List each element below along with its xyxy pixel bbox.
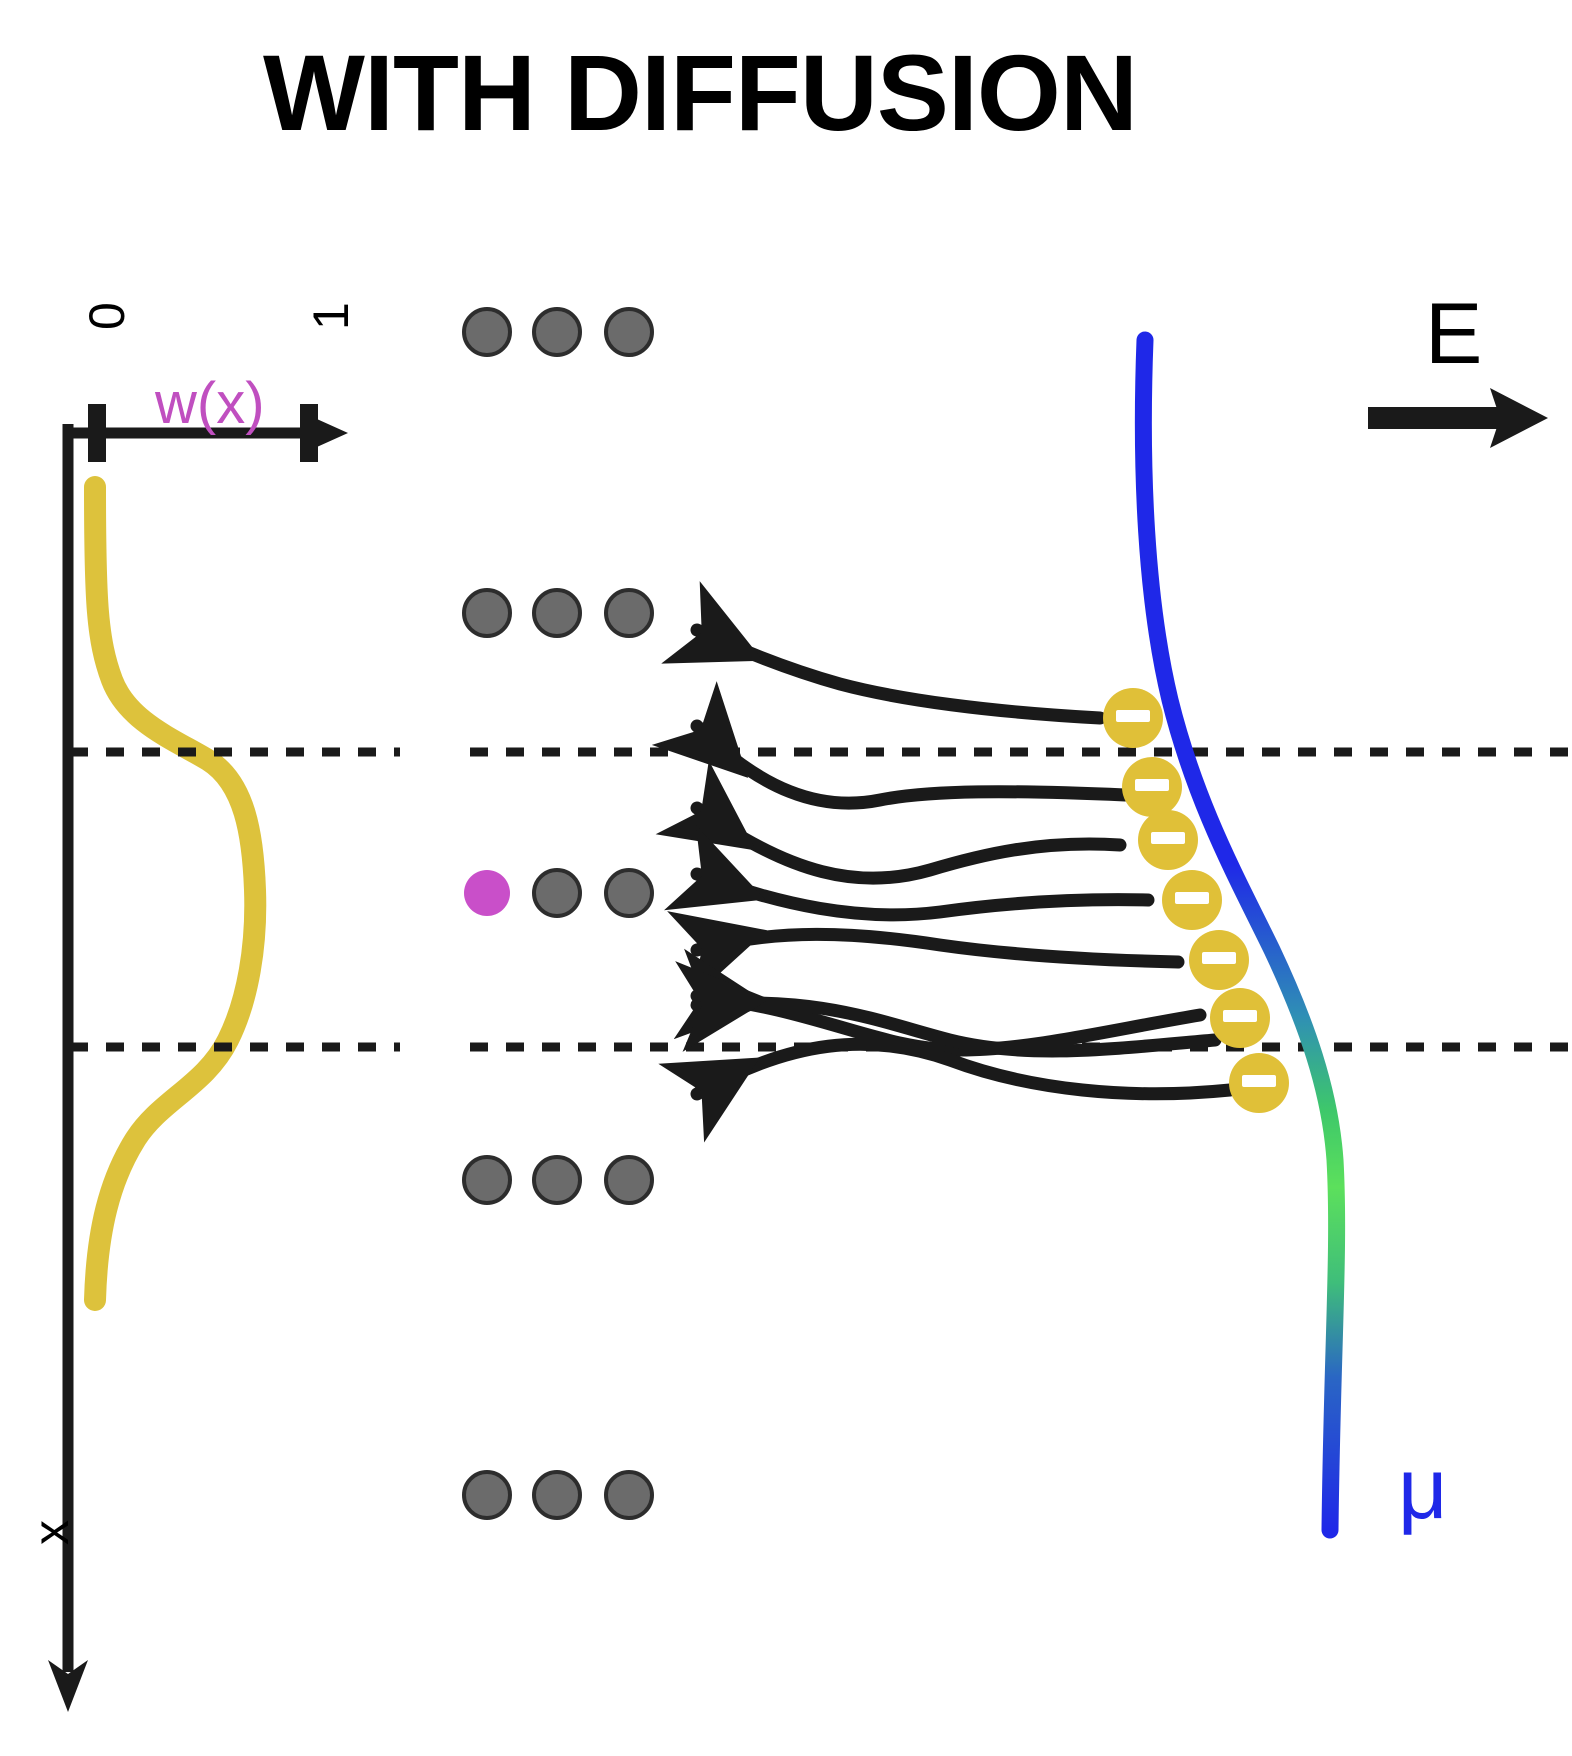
lattice-dot <box>604 307 654 357</box>
trajectory <box>667 911 1185 999</box>
trajectory <box>655 760 1127 885</box>
page-title: WITH DIFFUSION <box>263 32 1138 153</box>
lattice-grid <box>462 307 654 1520</box>
electron-trajectories <box>651 581 1237 1143</box>
lattice-dot <box>604 1470 654 1520</box>
lattice-dot <box>532 1470 582 1520</box>
electron <box>1210 988 1270 1048</box>
lattice-dot-highlighted <box>464 870 510 916</box>
lattice-row <box>462 1155 654 1205</box>
x-axis <box>48 424 88 1712</box>
lattice-dot <box>604 1155 654 1205</box>
lattice-dot <box>532 1155 582 1205</box>
electron <box>1103 688 1163 748</box>
lattice-dot <box>532 588 582 638</box>
minus-icon <box>1175 892 1209 904</box>
lattice-dot <box>462 588 512 638</box>
lattice-row <box>462 1470 654 1520</box>
chemical-potential-label: μ <box>1398 1441 1448 1537</box>
minus-icon <box>1151 832 1185 844</box>
tick-one <box>300 404 318 462</box>
trajectory <box>675 961 1222 1058</box>
lattice-dot <box>462 1470 512 1520</box>
w-axis <box>66 404 348 462</box>
lattice-dot <box>604 588 654 638</box>
trajectory <box>664 825 1155 922</box>
trajectory <box>661 581 1107 725</box>
lattice-dot <box>604 868 654 918</box>
lattice-row <box>462 588 654 638</box>
tick-zero <box>88 404 106 462</box>
electron <box>1189 930 1249 990</box>
lattice-dot <box>532 307 582 357</box>
mu-curve <box>1134 331 1346 1539</box>
minus-icon <box>1242 1075 1276 1087</box>
tick-label-zero: 0 <box>79 302 135 330</box>
minus-icon <box>1202 952 1236 964</box>
electron <box>1122 757 1182 817</box>
lattice-row <box>464 868 654 918</box>
weight-function-label: w(x) <box>155 371 265 436</box>
lattice-dot <box>462 1155 512 1205</box>
electron <box>1138 810 1198 870</box>
trajectory <box>673 948 1207 1057</box>
trajectory <box>658 1037 1237 1143</box>
weight-curve-wx <box>84 476 267 1311</box>
minus-icon <box>1135 779 1169 791</box>
electron <box>1162 870 1222 930</box>
lattice-dot <box>462 307 512 357</box>
tick-label-one: 1 <box>303 302 359 330</box>
trajectory <box>651 681 1132 810</box>
electric-field-label: E <box>1425 286 1483 382</box>
lattice-dot <box>532 868 582 918</box>
lattice-row <box>462 307 654 357</box>
x-axis-label: x <box>23 1520 79 1545</box>
minus-icon <box>1116 710 1150 722</box>
electric-field-arrow <box>1368 388 1548 448</box>
minus-icon <box>1223 1010 1257 1022</box>
electrons <box>1103 688 1289 1113</box>
electron <box>1229 1053 1289 1113</box>
